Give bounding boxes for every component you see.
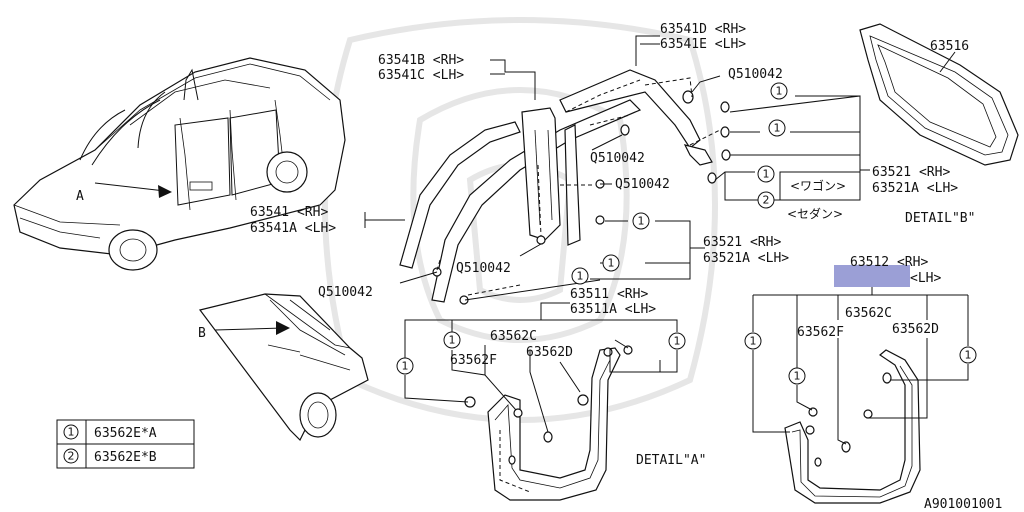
center-callouts: 1 1 1 2 1 1 1 xyxy=(571,82,788,285)
label-63512-lh: <LH> xyxy=(910,271,941,286)
detail-b-title: DETAIL"B" xyxy=(905,211,975,226)
label-q510042-top: Q510042 xyxy=(728,67,783,82)
label-63562d-r: 63562D xyxy=(892,322,939,337)
label-q510042-left: Q510042 xyxy=(318,285,373,300)
detail-b-weatherstrip xyxy=(859,23,1019,166)
label-sedan: <セダン> xyxy=(787,206,843,221)
label-63541b: 63541B <RH> xyxy=(378,53,464,68)
label-wagon: <ワゴン> xyxy=(790,178,846,193)
label-63512-highlight xyxy=(834,265,910,287)
label-63521-right: 63521 <RH> xyxy=(872,165,950,180)
arrow-b: B xyxy=(198,321,290,341)
arrow-a: A xyxy=(76,182,172,204)
rear-door-leaders xyxy=(752,287,969,445)
rear-door-weatherstrip xyxy=(784,349,921,504)
label-q510042-pillar: Q510042 xyxy=(615,177,670,192)
center-parts-drawing xyxy=(399,69,731,305)
arrow-a-label: A xyxy=(76,189,84,204)
legend-callout-1: 1 xyxy=(68,426,75,439)
callout-number: 1 xyxy=(776,85,783,98)
center-leaders xyxy=(364,35,870,301)
label-63521a-right: 63521A <LH> xyxy=(872,181,958,196)
arrow-b-label: B xyxy=(198,326,206,341)
legend-table: 1 63562E*A 2 63562E*B xyxy=(56,419,195,469)
callout-number: 1 xyxy=(774,122,781,135)
rear-car-illustration xyxy=(198,293,369,442)
label-63562d-a: 63562D xyxy=(526,345,573,360)
callout-number: 1 xyxy=(965,349,972,362)
rear-door-callouts: 1 1 1 xyxy=(744,332,977,385)
callout-number: 1 xyxy=(763,168,770,181)
sedan-illustration xyxy=(13,57,346,271)
legend-part-2: 63562E*B xyxy=(94,450,157,465)
label-63512: 63512 <RH> xyxy=(850,255,928,270)
callout-number: 1 xyxy=(402,360,409,373)
callout-number: 1 xyxy=(794,370,801,383)
label-63541a: 63541A <LH> xyxy=(250,221,336,236)
detail-a-leaders xyxy=(404,302,678,433)
label-63511: 63511 <RH> xyxy=(570,287,648,302)
label-63541d: 63541D <RH> xyxy=(660,22,746,37)
callout-number: 2 xyxy=(763,194,770,207)
legend-callout-2: 2 xyxy=(68,450,75,463)
callout-number: 1 xyxy=(608,257,615,270)
label-63541c: 63541C <LH> xyxy=(378,68,464,83)
label-63521a-center: 63521A <LH> xyxy=(703,251,789,266)
label-63562f-a: 63562F xyxy=(450,353,497,368)
detail-a-title: DETAIL"A" xyxy=(636,453,706,468)
detail-a-callouts: 1 1 1 xyxy=(396,331,686,375)
label-63511a: 63511A <LH> xyxy=(570,302,656,317)
label-63562f-r: 63562F xyxy=(797,325,844,340)
callout-number: 1 xyxy=(750,335,757,348)
label-63541e: 63541E <LH> xyxy=(660,37,746,52)
label-q510042-lower: Q510042 xyxy=(456,261,511,276)
label-q510042-mid: Q510042 xyxy=(590,151,645,166)
label-63516: 63516 xyxy=(930,39,969,54)
callout-number: 1 xyxy=(577,270,584,283)
detail-a-weatherstrip xyxy=(464,345,633,501)
callout-number: 1 xyxy=(674,335,681,348)
legend-part-1: 63562E*A xyxy=(94,426,157,441)
label-63562c-r: 63562C xyxy=(845,306,892,321)
callout-number: 1 xyxy=(449,334,456,347)
document-id: A901001001 xyxy=(924,497,1002,512)
label-63562c-a: 63562C xyxy=(490,329,537,344)
label-63541: 63541 <RH> xyxy=(250,205,328,220)
callout-number: 1 xyxy=(638,215,645,228)
label-63521-center: 63521 <RH> xyxy=(703,235,781,250)
